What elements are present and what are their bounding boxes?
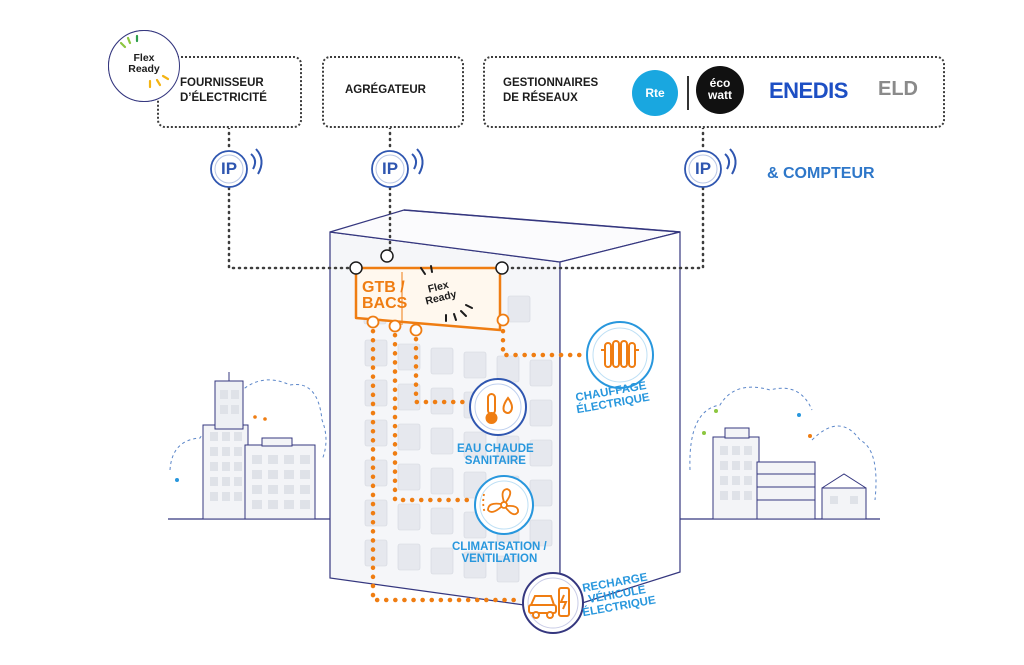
agregateur-box [322, 56, 464, 128]
clim-line1: CLIMATISATION / [452, 541, 547, 553]
eau-line1: EAU CHAUDE [457, 443, 534, 455]
ecowatt-line2: watt [708, 88, 732, 102]
enedis-logo: ENEDIS [769, 78, 848, 103]
gtb-flex-ready-rays [420, 265, 473, 322]
gtb-output-nodes [366, 313, 510, 337]
gtb-line1-text: GTB [362, 279, 396, 296]
ip-badge-2 [371, 148, 424, 188]
left-city-illustration [169, 372, 327, 520]
gestionnaires-line2: DE RÉSEAUX [503, 92, 578, 104]
eld-logo: ELD [878, 78, 918, 100]
agregateur-label: AGRÉGATEUR [345, 84, 426, 96]
main-building [329, 209, 681, 611]
flex-ready-logo-text2: Ready [128, 63, 160, 75]
fournisseur-line1: FOURNISSEUR [180, 77, 264, 89]
gtb-line1: GTB / [362, 279, 405, 296]
ip-badge-1 [210, 148, 263, 188]
flex-ready-logo-rays-overlay [119, 34, 170, 89]
ip-label-1: IP [220, 159, 238, 178]
radiator-icon [586, 321, 654, 389]
ip-label-2: IP [381, 159, 399, 178]
thermometer-drop-icon [469, 378, 527, 436]
gestionnaires-label: GESTIONNAIRES DE RÉSEAUX [503, 76, 598, 106]
eau-line2: SANITAIRE [464, 455, 526, 467]
fournisseur-box [157, 56, 302, 128]
clim-line2: VENTILATION [461, 553, 538, 565]
ip-label-3: IP [694, 159, 712, 178]
gtb-connection-nodes [349, 249, 509, 275]
gtb-line2: BACS [362, 295, 408, 312]
fournisseur-label: FOURNISSEUR D’ÉLECTRICITÉ [180, 76, 267, 106]
left-city-dots [175, 415, 267, 482]
ecowatt-line1: éco [709, 76, 731, 90]
gtb-label: GTB / BACS [362, 280, 407, 312]
logo-separator [687, 76, 689, 110]
right-city-dots [702, 409, 812, 438]
fan-icon [474, 475, 534, 535]
right-city-windows [720, 446, 858, 504]
right-city-illustration [689, 386, 877, 520]
orange-connectors [370, 319, 588, 603]
ip-badge-3 [684, 148, 737, 188]
gestionnaires-line1: GESTIONNAIRES [503, 77, 599, 89]
compteur-label: & COMPTEUR [767, 165, 875, 182]
flex-ready-logo-overlay: Flex Ready [108, 30, 180, 102]
network-connectors [227, 125, 705, 270]
rte-logo: Rte [632, 70, 678, 116]
eau-label: EAU CHAUDE SANITAIRE [457, 443, 534, 467]
clim-label: CLIMATISATION / VENTILATION [452, 541, 547, 565]
fournisseur-line2: D’ÉLECTRICITÉ [180, 92, 267, 104]
ev-charger-icon [522, 572, 584, 634]
left-city-windows [210, 390, 310, 509]
ecowatt-logo: éco watt [696, 66, 744, 114]
flex-ready-logo-text1: Flex [133, 52, 155, 64]
